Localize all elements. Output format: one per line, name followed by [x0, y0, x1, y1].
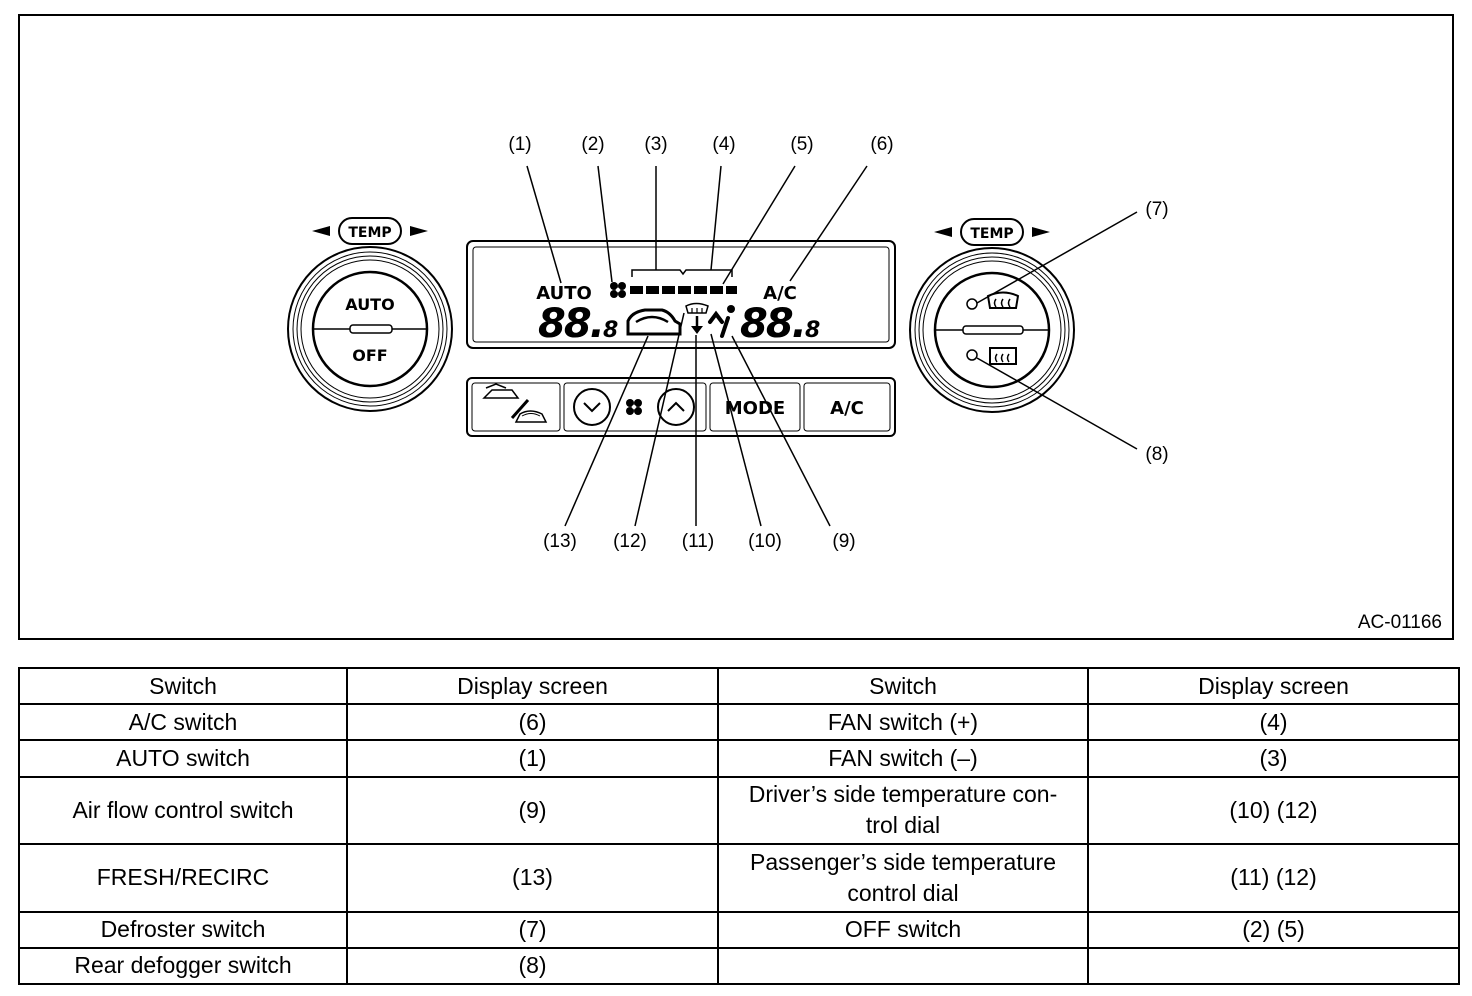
- switch-cell: FRESH/RECIRC: [18, 843, 348, 913]
- callout-13: (13): [543, 531, 577, 552]
- switch-cell: Air flow control switch: [18, 775, 348, 846]
- display-cell: (4): [1087, 703, 1460, 742]
- right-temp-readout: 88.: [740, 301, 805, 347]
- table-row: Air flow control switch (9) Driver’s sid…: [18, 775, 1460, 846]
- table-row: A/C switch (6) FAN switch (+) (4): [18, 703, 1460, 742]
- chevron-up-icon: [667, 401, 685, 412]
- fresh-recirc-button[interactable]: [471, 382, 561, 432]
- recirc-car-icon: [626, 308, 682, 336]
- switch-cell: Driver’s side temperature con- trol dial: [717, 775, 1089, 846]
- airflow-arrow-icon: [691, 316, 703, 334]
- switch-cell: Passenger’s side temperature control dia…: [717, 843, 1089, 913]
- off-button-label: OFF: [352, 346, 387, 365]
- fan-icon: [626, 399, 642, 415]
- callout-10: (10): [748, 531, 782, 552]
- seated-person-icon: [708, 305, 735, 338]
- callout-9: (9): [832, 531, 855, 552]
- left-temp-label: TEMP: [348, 225, 391, 241]
- switch-display-table: Switch Display screen Switch Display scr…: [18, 666, 1460, 986]
- display-auto-indicator: AUTO: [536, 283, 592, 304]
- left-temp-readout: 88.: [538, 301, 603, 347]
- defrost-mode-icon: [685, 302, 709, 314]
- ac-button-label: A/C: [830, 398, 864, 419]
- switch-cell: Rear defogger switch: [18, 946, 348, 986]
- defogger-indicator: [966, 349, 978, 361]
- callout-7: (7): [1145, 199, 1168, 220]
- temp-left-arrow-icon: [312, 226, 330, 236]
- callout-8: (8): [1145, 444, 1168, 465]
- right-temp-label: TEMP: [970, 226, 1013, 242]
- figure-frame: TEMP AUTO OFF TEMP: [18, 14, 1454, 640]
- callout-5: (5): [790, 134, 813, 155]
- callout-1: (1): [508, 134, 531, 155]
- callout-6: (6): [870, 134, 893, 155]
- lcd-display: AUTO A/C 88. 8 88. 8: [466, 240, 896, 349]
- display-cell: (13): [346, 843, 719, 913]
- switch-cell: Defroster switch: [18, 910, 348, 949]
- switch-cell: FAN switch (–): [717, 739, 1089, 778]
- display-cell: [1087, 946, 1460, 986]
- display-cell: (2) (5): [1087, 910, 1460, 949]
- temp-left-arrow-icon: [934, 227, 952, 237]
- header-switch: Switch: [18, 666, 348, 706]
- button-bar: MODE A/C: [466, 377, 896, 437]
- display-cell: (11) (12): [1087, 843, 1460, 913]
- leader-lines: [526, 165, 1138, 527]
- callout-2: (2): [581, 134, 604, 155]
- table-row: Rear defogger switch (8): [18, 946, 1460, 986]
- display-cell: (8): [346, 946, 719, 986]
- table-row: Defroster switch (7) OFF switch (2) (5): [18, 910, 1460, 949]
- header-display-screen: Display screen: [1087, 666, 1460, 706]
- left-temp-decimal: 8: [603, 318, 618, 343]
- display-ac-indicator: A/C: [763, 283, 797, 304]
- header-switch: Switch: [717, 666, 1089, 706]
- table-header-row: Switch Display screen Switch Display scr…: [18, 666, 1460, 706]
- switch-cell: OFF switch: [717, 910, 1089, 949]
- callout-11: (11): [682, 531, 714, 552]
- climate-panel-diagram: TEMP AUTO OFF TEMP: [287, 134, 1169, 552]
- display-cell: (7): [346, 910, 719, 949]
- temp-label-pill: [960, 218, 1024, 246]
- switch-cell: [717, 946, 1089, 986]
- temp-right-arrow-icon: [410, 226, 428, 236]
- ac-button[interactable]: [803, 382, 891, 432]
- table-row: FRESH/RECIRC (13) Passenger’s side tempe…: [18, 843, 1460, 913]
- fresh-recirc-icon: [482, 383, 548, 423]
- fan-speed-button[interactable]: [563, 382, 707, 432]
- fan-speed-bars: [630, 286, 737, 294]
- temp-right-arrow-icon: [1032, 227, 1050, 237]
- callout-labels: (1) (2) (3) (4) (5) (6) (7) (8) (9) (10)…: [508, 134, 1168, 552]
- fan-icon: [610, 282, 626, 298]
- figure-code: AC-01166: [1357, 612, 1442, 633]
- callout-4: (4): [712, 134, 735, 155]
- display-cell: (10) (12): [1087, 775, 1460, 846]
- switch-cell: A/C switch: [18, 703, 348, 742]
- right-temp-knob: TEMP: [909, 218, 1075, 413]
- rear-defogger-icon: [989, 347, 1017, 365]
- fan-down-button[interactable]: [573, 388, 611, 426]
- auto-button-label: AUTO: [345, 295, 394, 314]
- mode-button[interactable]: [709, 382, 801, 432]
- display-cell: (9): [346, 775, 719, 846]
- display-cell: (6): [346, 703, 719, 742]
- chevron-down-icon: [583, 402, 601, 413]
- switch-cell: FAN switch (+): [717, 703, 1089, 742]
- table-row: AUTO switch (1) FAN switch (–) (3): [18, 739, 1460, 778]
- fan-up-button[interactable]: [657, 388, 695, 426]
- display-cell: (1): [346, 739, 719, 778]
- mode-button-label: MODE: [725, 398, 785, 419]
- defroster-indicator: [966, 298, 978, 310]
- callout-3: (3): [644, 134, 667, 155]
- left-temp-knob: TEMP AUTO OFF: [287, 217, 453, 412]
- switch-cell: AUTO switch: [18, 739, 348, 778]
- header-display-screen: Display screen: [346, 666, 719, 706]
- temp-label-pill: [338, 217, 402, 245]
- display-cell: (3): [1087, 739, 1460, 778]
- right-temp-decimal: 8: [805, 318, 820, 343]
- callout-12: (12): [613, 531, 647, 552]
